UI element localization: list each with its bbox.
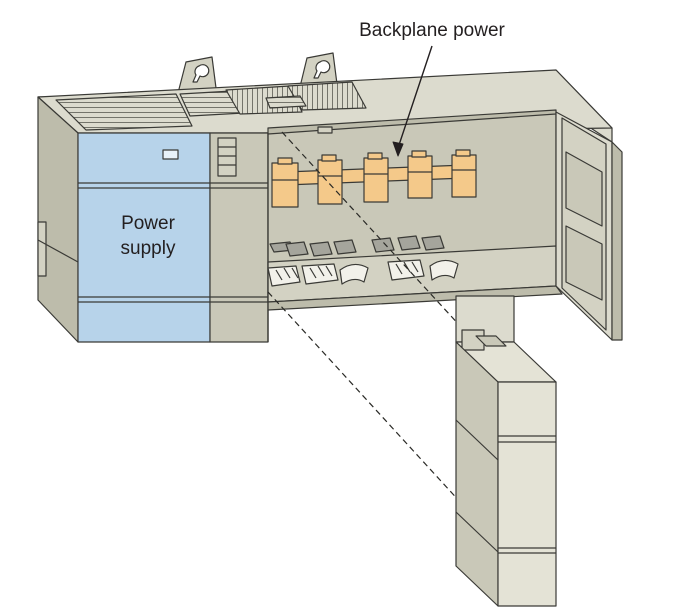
power-supply-label-line1: Power (121, 213, 176, 234)
backplane-connector (271, 157, 299, 208)
backplane-connector (407, 150, 433, 199)
chassis-top-vents (55, 81, 367, 131)
power-indicator-icon (162, 149, 179, 160)
backplane-power-rail (271, 149, 477, 208)
chassis-left-side (37, 96, 79, 343)
io-module (455, 295, 557, 607)
backplane-power-label: Backplane power (359, 20, 505, 41)
slot-guides (269, 235, 445, 257)
mounting-tab-left (177, 56, 217, 94)
backplane-power-arrow (392, 45, 433, 157)
power-supply-label-line2: supply (121, 238, 176, 259)
chassis-interior (267, 109, 563, 342)
chassis-right-panel (555, 111, 623, 341)
slot-connectors (267, 259, 459, 287)
power-supply: Power supply (77, 132, 269, 343)
backplane-connector (451, 149, 477, 198)
backplane-connector (363, 152, 389, 203)
backplane-connector (317, 154, 343, 205)
insertion-guide-lines (267, 131, 485, 505)
